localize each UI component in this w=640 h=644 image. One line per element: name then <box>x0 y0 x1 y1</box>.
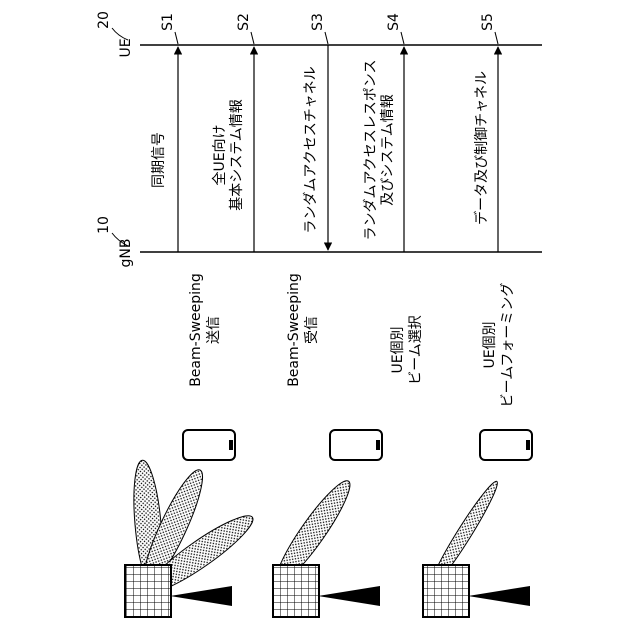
antenna-array-2 <box>273 565 319 617</box>
s2-message-line2: 基本システム情報 <box>228 99 245 211</box>
s4-step-label: S4 <box>386 13 402 31</box>
scenario-2-caption: Beam-Sweeping 受信 <box>286 273 320 387</box>
gnb-label: gNB <box>118 239 134 268</box>
s1-leader <box>175 32 178 44</box>
s4-leader <box>401 32 404 44</box>
phone-icon-2 <box>330 430 382 460</box>
phone-icon-1 <box>183 430 235 460</box>
s3-step-label: S3 <box>310 13 326 31</box>
ue-ref-leader <box>112 28 128 40</box>
step-s2: S2 全UE向け 基本システム情報 <box>211 13 254 252</box>
antenna-mast-2 <box>318 586 380 606</box>
step-s4: S4 ランダムアクセスレスポンス 及びシステム情報 <box>363 13 404 252</box>
s5-leader <box>495 32 498 44</box>
ue-ref-number: 20 <box>96 11 112 29</box>
ue-label: UE <box>118 38 134 57</box>
scenario-3-caption-line2: ビーム選択 <box>408 315 424 385</box>
s3-leader <box>325 32 328 44</box>
beam-sweeping-receive-illustration <box>268 474 380 617</box>
antenna-mast-3 <box>468 586 530 606</box>
phone-icon-3 <box>480 430 532 460</box>
s2-message-line1: 全UE向け <box>211 124 228 185</box>
scenario-3-caption: UE個別 ビーム選択 <box>390 315 424 385</box>
s5-message: データ及び制御チャネル <box>473 71 490 225</box>
step-s5: S5 データ及び制御チャネル <box>473 13 498 252</box>
beam-sweeping-transmit-illustration <box>125 459 260 617</box>
s1-step-label: S1 <box>160 13 176 31</box>
step-s1: S1 同期信号 <box>151 13 178 252</box>
scenario-4-caption: UE個別 ビームフォーミング <box>482 283 516 408</box>
s3-message: ランダムアクセスチャネル <box>303 66 319 233</box>
s5-step-label: S5 <box>480 13 496 31</box>
antenna-mast-1 <box>170 586 232 606</box>
scenario-2-caption-line1: Beam-Sweeping <box>286 273 302 387</box>
scenario-4-caption-line1: UE個別 <box>482 321 498 368</box>
step-s3: S3 ランダムアクセスチャネル <box>303 13 328 250</box>
scenario-2-caption-line2: 受信 <box>304 316 320 344</box>
s4-message-line1: ランダムアクセスレスポンス <box>363 59 379 240</box>
scenario-1-caption: Beam-Sweeping 送信 <box>188 273 222 387</box>
antenna-array-3 <box>423 565 469 617</box>
ue-beamforming-illustration <box>423 478 530 617</box>
s4-message-line2: 及びシステム情報 <box>380 94 396 206</box>
s1-message: 同期信号 <box>151 132 167 188</box>
scenario-4-caption-line2: ビームフォーミング <box>500 283 516 408</box>
scenario-3-caption-line1: UE個別 <box>390 326 406 373</box>
s2-step-label: S2 <box>236 13 252 31</box>
gnb-ref-number: 10 <box>96 216 112 234</box>
scenario-1-caption-line1: Beam-Sweeping <box>188 273 204 387</box>
antenna-array-1 <box>125 565 171 617</box>
s2-leader <box>251 32 254 44</box>
scenario-1-caption-line2: 送信 <box>206 316 222 344</box>
